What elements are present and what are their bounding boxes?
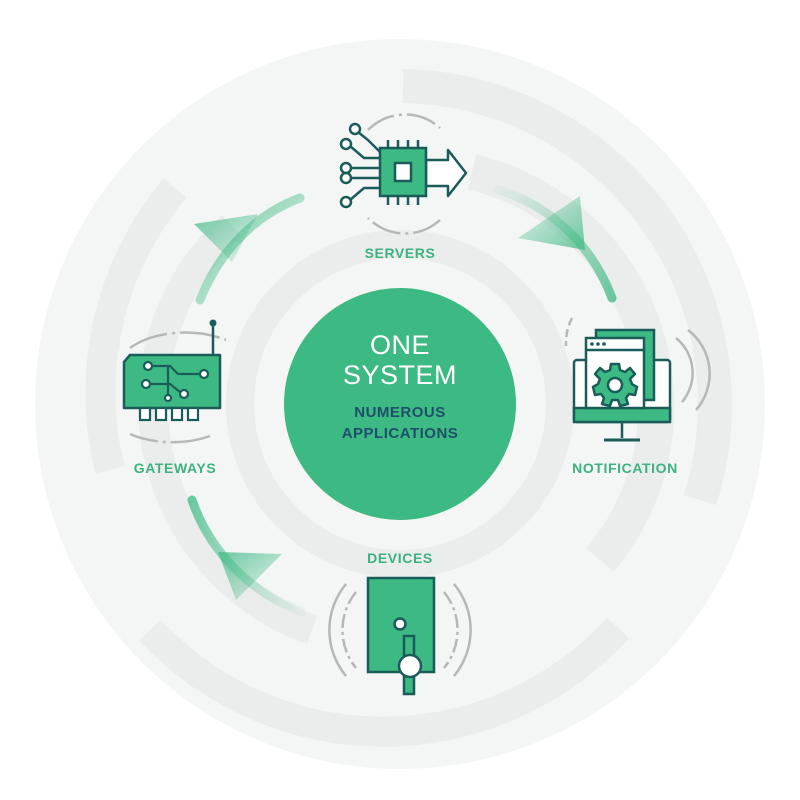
center-subtitle-line1: NUMEROUS: [354, 404, 446, 421]
flow-arrows: [187, 185, 617, 617]
center-subtitle-line2: APPLICATIONS: [341, 425, 459, 442]
ring-arc-outer-right: [402, 69, 732, 506]
center-title-line1: ONE: [369, 330, 430, 360]
devices-label: DEVICES: [367, 550, 433, 566]
arrow-servers-to-notification: [493, 185, 617, 303]
arrow-devices-to-gateways: [187, 495, 307, 617]
device-sensor-icon: [328, 576, 472, 696]
inner-ring: [226, 230, 574, 578]
center-title-line2: SYSTEM: [342, 360, 458, 390]
servers-label: SERVERS: [364, 245, 436, 261]
ring-arc-outer-left: [85, 178, 187, 474]
ring-arc-inner-left: [137, 214, 318, 645]
monitor-gear-icon: [564, 317, 711, 442]
processor-chip-icon: [339, 113, 468, 235]
gateways-label: GATEWAYS: [133, 460, 217, 476]
arrow-gateways-to-servers: [194, 193, 305, 305]
circuit-board-icon: [122, 319, 227, 444]
ring-arc-outer-bottom: [139, 617, 630, 747]
notification-label: NOTIFICATION: [572, 460, 678, 476]
center-circle: [284, 288, 516, 520]
center-text: ONE SYSTEM NUMEROUS APPLICATIONS: [290, 330, 510, 444]
